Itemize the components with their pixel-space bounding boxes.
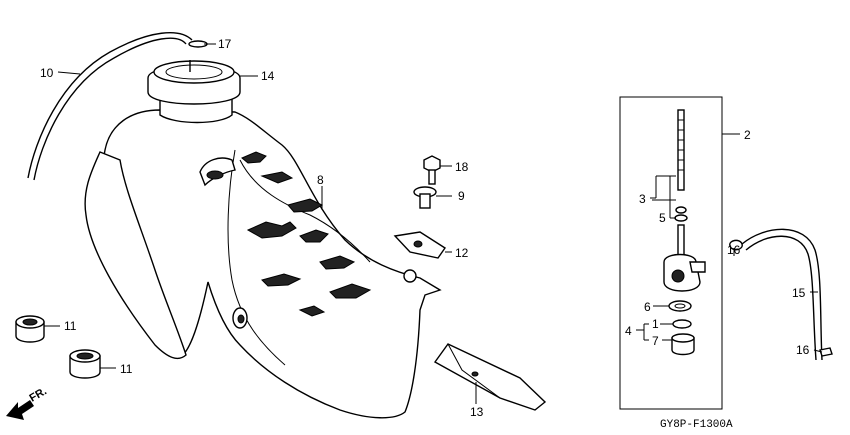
rubber-mount-upper (15, 315, 45, 343)
callout-15: 15 (792, 286, 806, 300)
diagram-code: GY8P-F1300A (660, 419, 733, 431)
callout-11-lower: 11 (120, 362, 133, 376)
callout-10: 10 (40, 66, 54, 80)
bolt (423, 155, 441, 185)
fuel-valve-box (619, 96, 723, 410)
callout-2: 2 (744, 128, 751, 142)
fuel-valve-body (663, 224, 706, 292)
fuel-tube-clip-lower (819, 347, 833, 357)
strainer-seal (674, 214, 688, 222)
rubber-mount-lower (69, 349, 101, 379)
strainer-ring (675, 206, 687, 214)
callout-17: 17 (218, 37, 232, 51)
callout-5: 5 (659, 211, 666, 225)
callout-4: 4 (625, 324, 632, 338)
fuel-valve-strainer (677, 109, 685, 191)
callout-14: 14 (261, 69, 275, 83)
leader-lines (44, 43, 823, 404)
callout-7: 7 (652, 334, 659, 348)
callout-13: 13 (470, 405, 484, 419)
fuel-cap (147, 60, 241, 124)
valve-washer (668, 300, 692, 312)
callout-16-upper: 16 (727, 243, 741, 257)
callout-3: 3 (639, 192, 646, 206)
callout-16-lower: 16 (796, 343, 810, 357)
callout-6: 6 (644, 300, 651, 314)
callout-9: 9 (458, 189, 465, 203)
valve-nut (671, 333, 695, 356)
tank-bracket (393, 231, 446, 259)
heat-guard (433, 343, 547, 411)
fuel-tube (741, 228, 823, 361)
callout-11-upper: 11 (64, 319, 77, 333)
front-direction-arrow: FR. (6, 385, 49, 420)
callout-12: 12 (455, 246, 469, 260)
direction-label: FR. (28, 385, 49, 404)
tank-graphics (241, 151, 372, 317)
fuel-tank (84, 109, 442, 419)
callout-8: 8 (317, 173, 324, 187)
collar (413, 186, 437, 209)
breather-tube (27, 32, 193, 181)
valve-o-ring (672, 319, 692, 329)
callout-1: 1 (652, 317, 659, 331)
callout-18: 18 (455, 160, 469, 174)
